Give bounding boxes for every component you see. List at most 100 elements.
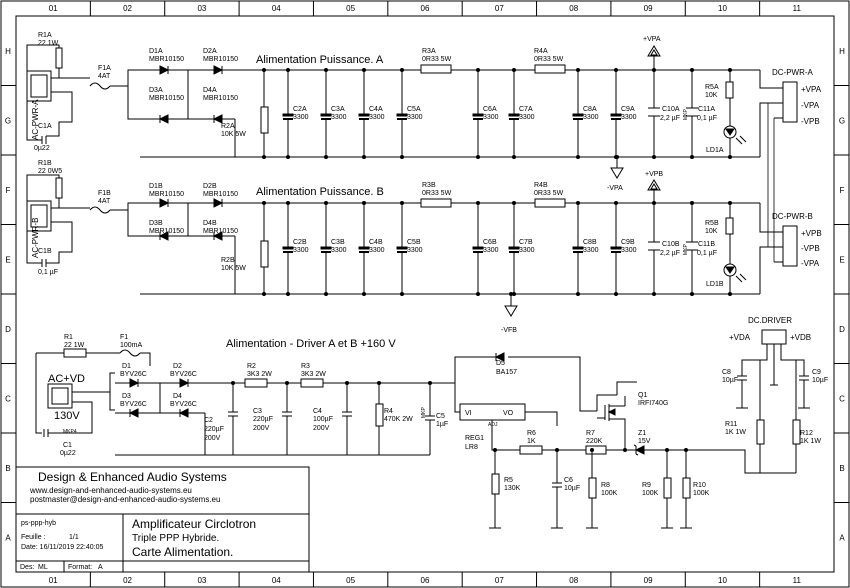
dc-driver-connector [761,329,787,345]
section-title-power-a: Alimentation Puissance. A [256,54,384,66]
row-label-D-right: D [839,325,845,334]
col-label-10-top: 10 [718,4,727,13]
r7-resistor [585,445,607,455]
f1b-fuse [89,206,111,214]
col-label-04-bottom: 04 [272,576,281,585]
q1-value: IRFI740G [638,400,668,407]
r4-ref: R4 [384,408,393,415]
col-label-01-top: 01 [49,4,58,13]
d4-ref: D4 [173,393,182,400]
d1b-ref: D1B [149,183,163,190]
dc-driver-label: DC.DRIVER [748,316,792,325]
d4b-value: MBR10150 [203,228,238,235]
bridge-b-diodes [140,198,235,241]
col-label-03-bottom: 03 [197,576,206,585]
dc-pwr-a-pin2: -VPA [801,101,820,110]
dc-pwr-b-pin1: +VPB [801,229,822,238]
reg1-value: LR8 [465,444,478,451]
d5-value: BA157 [496,369,517,376]
r9-ref: R9 [642,482,651,489]
company-email: postmaster@design-and-enhanced-audio-sys… [30,495,220,504]
col-label-07-top: 07 [495,4,504,13]
r4a-ref: R4A [534,48,548,55]
f1-value: 100mA [120,342,143,349]
f1-ref: F1 [120,334,128,341]
d4-value: BYV26C [170,401,197,408]
c5a-ref: C5A [407,106,421,113]
company-website: www.design-and-enhanced-audio-systems.eu [29,486,192,495]
r12-value: 1K 1W [800,438,821,445]
d5-ref: D5 [496,360,505,367]
drawing-date: Date: 16/11/2019 22:40:05 [21,544,103,551]
r3-ref: R3 [301,363,310,370]
c2a-value: 3300 [293,114,309,121]
drawing-sheet-title: Carte Alimentation. [132,545,233,559]
c7a-value: 3300 [519,114,535,121]
d2a-value: MBR10150 [203,56,238,63]
c8b-value: 3300 [583,247,599,254]
driver-supply: AC+VD 130V R1 22 1W MKP4 C1 0µ22 F1 100m… [35,316,828,529]
c10a-ref: C10A [662,106,680,113]
sheet-label: Feuille : [21,534,46,541]
col-label-03-top: 03 [197,4,206,13]
d3b-ref: D3B [149,220,163,227]
z1-value: 15V [638,438,651,445]
c9b-ref: C9B [621,239,635,246]
ac-vd-voltage: 130V [54,410,80,422]
d1a-value: MBR10150 [149,56,184,63]
row-label-E-right: E [839,255,844,264]
r6-value: 1K [527,438,536,445]
c11b-value: 0,1 µF [697,250,717,257]
designer-value: ML [38,564,48,571]
r1-resistor [63,348,87,358]
c1b-value: 0,1 µF [38,269,58,276]
q1-mosfet [596,394,626,427]
c4a-ref: C4A [369,106,383,113]
c10a-value: 2,2 µF [660,115,680,122]
dc-pwr-a-connector [782,81,798,123]
row-label-G-left: G [5,116,11,125]
c5a-value: 3300 [407,114,423,121]
dc-pwr-b-connector [782,225,798,267]
r4a-value: 0R33 5W [534,56,564,63]
drawing-title: Amplificateur Circlotron [132,517,256,531]
led-b-label: LD1B [706,281,724,288]
r2-ref: R2 [247,363,256,370]
col-label-06-bottom: 06 [421,576,430,585]
col-label-10-bottom: 10 [718,576,727,585]
r3b-ref: R3B [422,182,436,189]
f1b-value: 4AT [98,198,111,205]
c6b-ref: C6B [483,239,497,246]
d1-ref: D1 [122,363,131,370]
r4a-resistor [534,64,566,74]
c10b-value: 2,2 µF [660,250,680,257]
row-label-A-right: A [839,533,845,542]
row-label-H-left: H [5,47,11,56]
c11a-ref: C11A [698,106,715,113]
r8-ref: R8 [601,482,610,489]
z1-ref: Z1 [638,430,646,437]
c1a-ref: C1A [38,123,52,130]
c7b-ref: C7B [519,239,533,246]
d4a-ref: D4A [203,87,217,94]
r8-value: 100K [601,490,618,497]
r4-value: 470K 2W [384,416,413,423]
r3-value: 3K3 2W [301,371,326,378]
col-label-04-top: 04 [272,4,281,13]
d2-ref: D2 [173,363,182,370]
power-supply-b: AC-PWR-B R1B 22 0W5 C1B 0,1 µF F1B 4AT D… [26,103,822,334]
r5-resistor [491,473,500,495]
dc-pwr-b-label: DC-PWR-B [772,212,813,221]
ac-vd-label: AC+VD [48,373,85,385]
dc-pwr-a-pin3: -VPB [801,117,820,126]
r6-ref: R6 [527,430,536,437]
r5-value: 130K [504,485,521,492]
